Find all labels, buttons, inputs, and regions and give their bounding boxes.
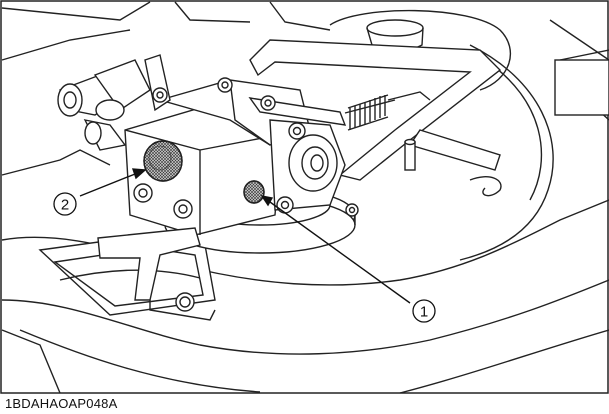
- housing-bolts: [133, 77, 359, 219]
- callout-leaders: [79, 168, 411, 304]
- callout-number-1: 1: [420, 304, 428, 321]
- leader-arrow-2: [132, 168, 147, 180]
- mower-deck: [1, 1, 609, 394]
- leader-arrow-1: [260, 194, 274, 207]
- leader-line-2: [79, 171, 141, 197]
- callout-1: 1: [412, 299, 436, 323]
- universal-joint: [57, 54, 171, 151]
- callout-number-2: 2: [61, 197, 69, 214]
- leader-line-1: [269, 201, 411, 304]
- frame-bar: [249, 39, 502, 197]
- callout-2: 2: [53, 192, 77, 216]
- gearbox: [57, 54, 431, 301]
- figure-code: 1BDAHAOAP048A: [5, 396, 118, 411]
- oil-check-plug: [243, 180, 265, 204]
- tension-spring: [347, 94, 389, 131]
- oil-filler-plug: [143, 140, 183, 182]
